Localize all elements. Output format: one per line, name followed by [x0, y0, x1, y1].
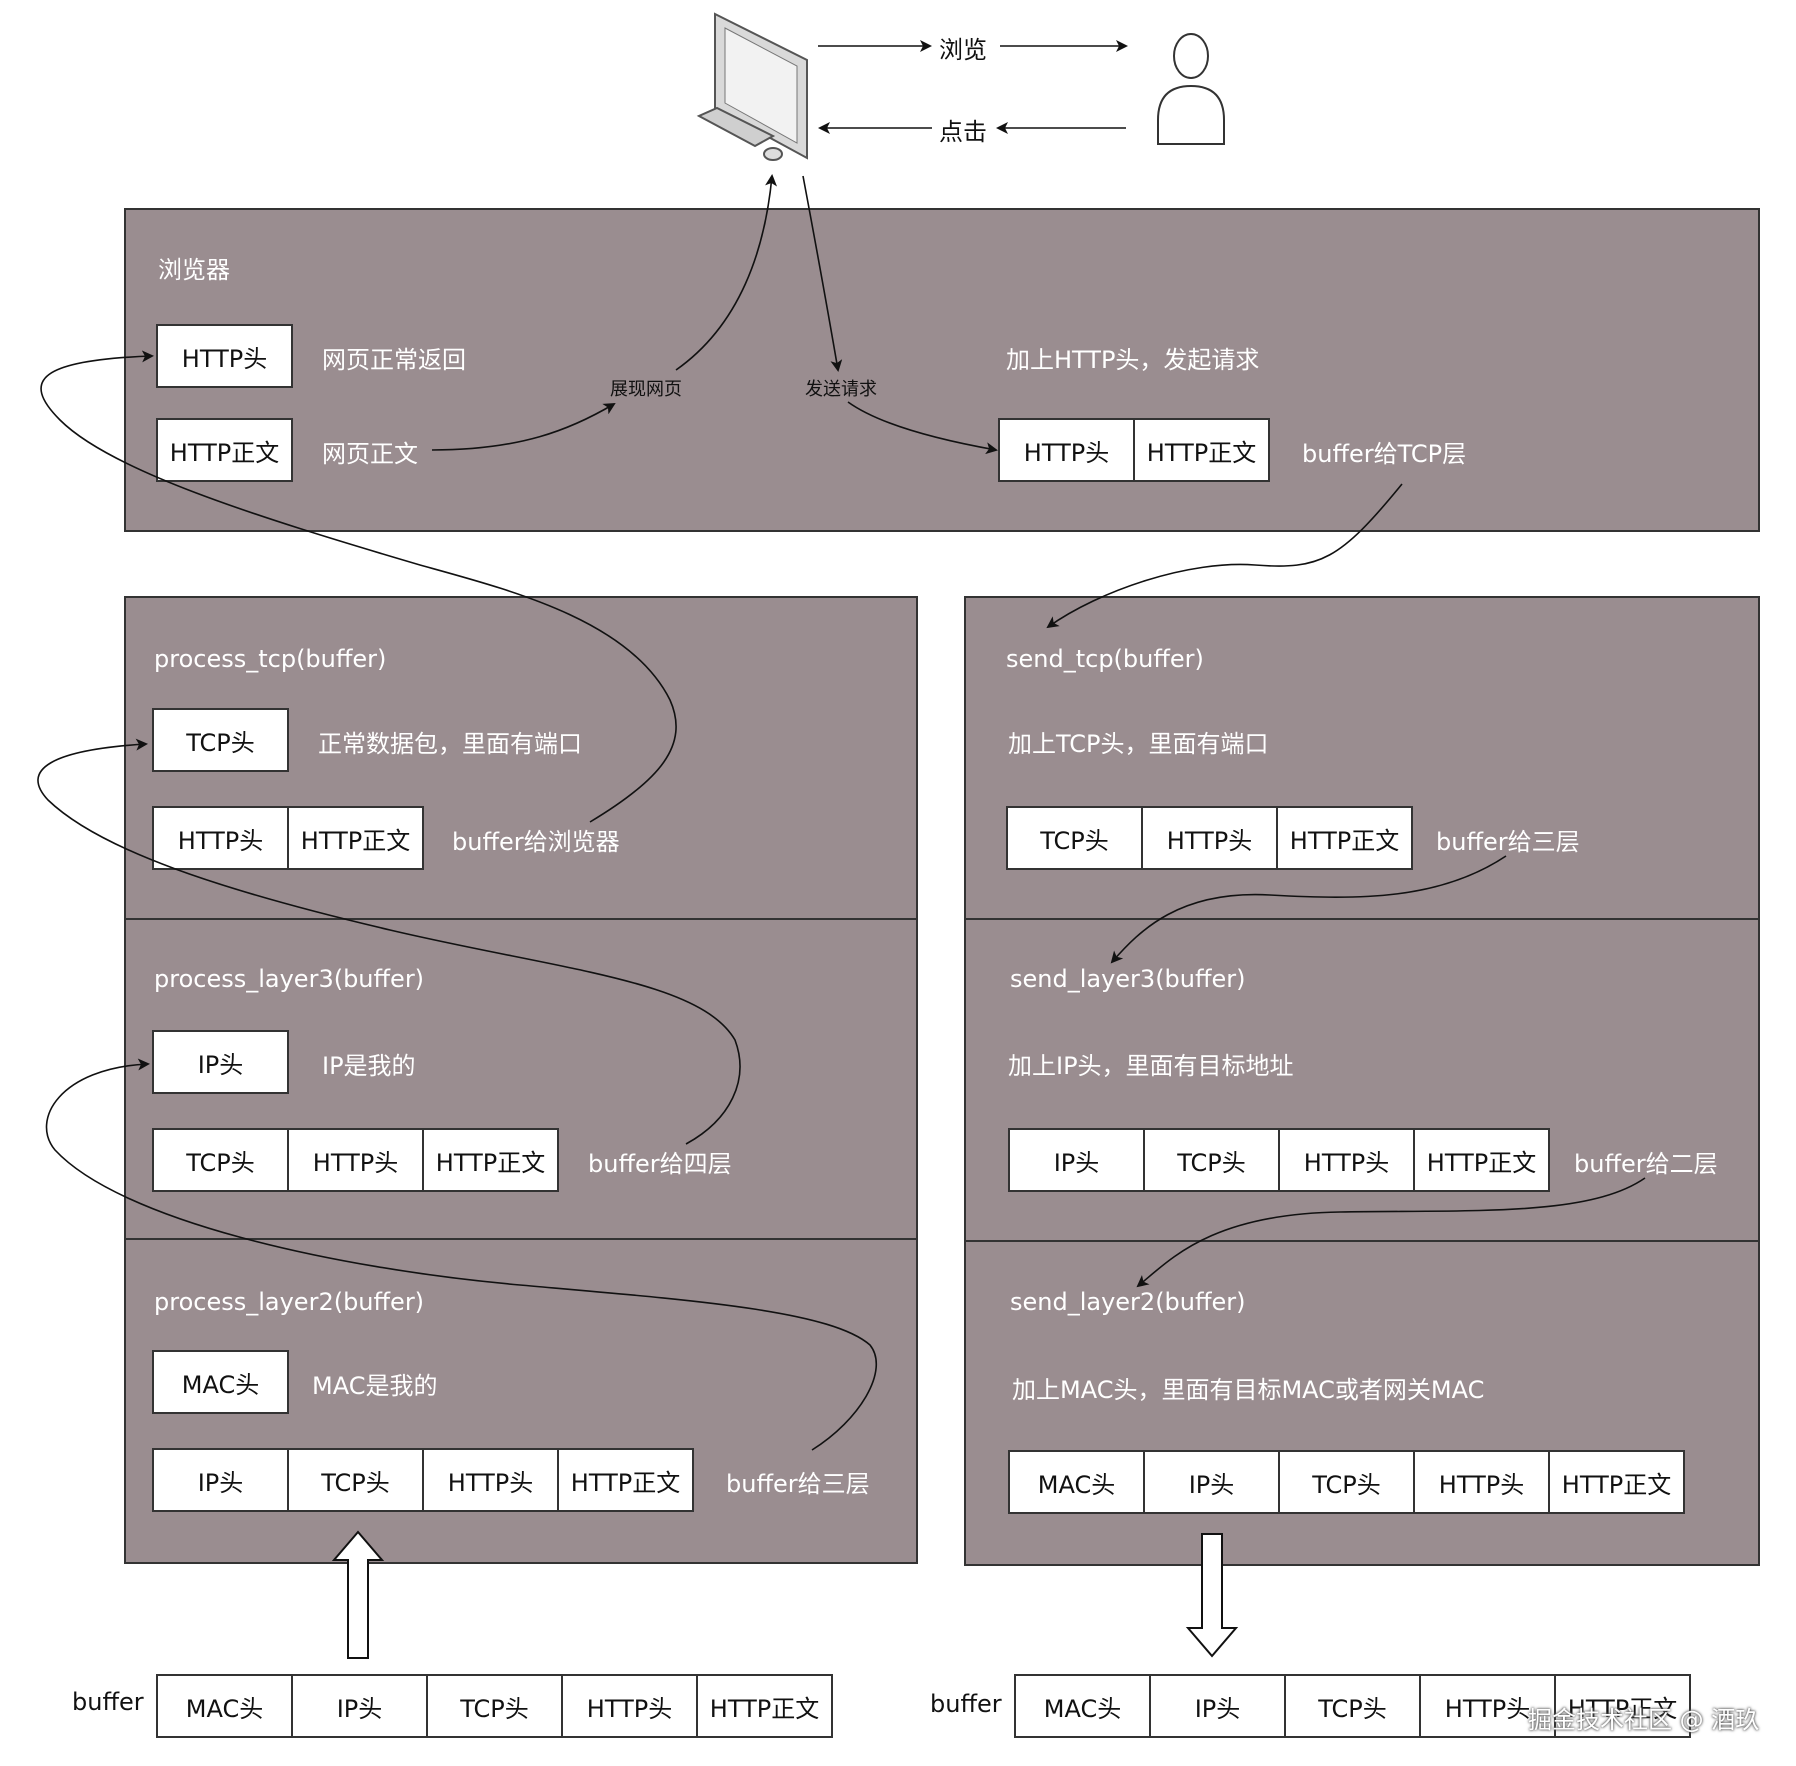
- buffer-cell: HTTP头: [152, 806, 289, 870]
- buffer-cell: TCP头: [426, 1674, 563, 1738]
- note-page-body: 网页正文: [322, 440, 418, 468]
- send-l3-buffer-note: buffer给二层: [1574, 1150, 1718, 1178]
- send-divider: [964, 1240, 1760, 1242]
- buffer-cell: HTTP头: [1141, 806, 1278, 870]
- computer-icon: [696, 12, 808, 161]
- buffer-cell: HTTP正文: [696, 1674, 833, 1738]
- buffer-cell: MAC头: [1014, 1674, 1151, 1738]
- buffer-cell: HTTP正文: [422, 1128, 559, 1192]
- browser-http-head-box: HTTP头: [156, 324, 293, 388]
- buffer-cell: HTTP头: [287, 1128, 424, 1192]
- send-layer2-title: send_layer2(buffer): [1010, 1288, 1246, 1316]
- buffer-cell: HTTP头: [422, 1448, 559, 1512]
- watermark: 掘金技术社区 @ 酒玖: [1528, 1706, 1760, 1734]
- buffer-cell: HTTP正文: [557, 1448, 694, 1512]
- buffer-cell: IP头: [1143, 1450, 1280, 1514]
- send-tcp-buffer-note: buffer给三层: [1436, 828, 1580, 856]
- buffer-cell: IP头: [152, 1448, 289, 1512]
- buffer-cell: HTTP正文: [1133, 418, 1270, 482]
- process-layer2-title: process_layer2(buffer): [154, 1288, 425, 1316]
- bottom-right-buffer: MAC头 IP头 TCP头 HTTP头 HTTP正文: [1014, 1674, 1691, 1738]
- buffer-cell: HTTP头: [998, 418, 1135, 482]
- browse-label: 浏览: [935, 30, 991, 65]
- recv-tcp-note: 正常数据包，里面有端口: [318, 730, 582, 758]
- buffer-cell: TCP头: [1143, 1128, 1280, 1192]
- buffer-cell: HTTP头: [561, 1674, 698, 1738]
- recv-l3-note: IP是我的: [322, 1052, 416, 1080]
- recv-l2-note: MAC是我的: [312, 1372, 438, 1400]
- process-tcp-title: process_tcp(buffer): [154, 645, 387, 673]
- send-stack-panel: [964, 596, 1760, 1566]
- click-label: 点击: [935, 112, 991, 147]
- send-divider: [964, 918, 1760, 920]
- bottom-right-buffer-label: buffer: [930, 1690, 1002, 1718]
- buffer-cell: HTTP正文: [1548, 1450, 1685, 1514]
- recv-l3-buffer: TCP头 HTTP头 HTTP正文: [152, 1128, 559, 1192]
- send-l2-buffer: MAC头 IP头 TCP头 HTTP头 HTTP正文: [1008, 1450, 1685, 1514]
- recv-tcp-buffer-note: buffer给浏览器: [452, 828, 620, 856]
- ip-head-cell: IP头: [152, 1030, 289, 1094]
- receive-divider: [124, 918, 918, 920]
- http-body-cell: HTTP正文: [156, 418, 293, 482]
- recv-tcp-header-box: TCP头: [152, 708, 289, 772]
- render-page-label: 展现网页: [610, 379, 682, 400]
- user-icon: [1157, 33, 1225, 145]
- buffer-cell: HTTP头: [1413, 1450, 1550, 1514]
- buffer-cell: MAC头: [156, 1674, 293, 1738]
- browser-send-buffer: HTTP头 HTTP正文: [998, 418, 1270, 482]
- buffer-cell: TCP头: [152, 1128, 289, 1192]
- send-l3-buffer: IP头 TCP头 HTTP头 HTTP正文: [1008, 1128, 1550, 1192]
- bottom-left-buffer-label: buffer: [72, 1688, 144, 1716]
- bottom-left-buffer: MAC头 IP头 TCP头 HTTP头 HTTP正文: [156, 1674, 833, 1738]
- buffer-cell: IP头: [1149, 1674, 1286, 1738]
- recv-l3-buffer-note: buffer给四层: [588, 1150, 732, 1178]
- http-head-cell: HTTP头: [156, 324, 293, 388]
- tcp-head-cell: TCP头: [152, 708, 289, 772]
- note-add-http-head: 加上HTTP头，发起请求: [1006, 346, 1260, 374]
- buffer-cell: HTTP正文: [1554, 1674, 1691, 1738]
- recv-l2-header-box: MAC头: [152, 1350, 289, 1414]
- send-l3-note: 加上IP头，里面有目标地址: [1008, 1052, 1294, 1080]
- send-layer3-title: send_layer3(buffer): [1010, 965, 1246, 993]
- browser-http-body-box: HTTP正文: [156, 418, 293, 482]
- send-request-label: 发送请求: [805, 379, 877, 400]
- buffer-cell: MAC头: [1008, 1450, 1145, 1514]
- process-layer3-title: process_layer3(buffer): [154, 965, 425, 993]
- buffer-cell: HTTP头: [1278, 1128, 1415, 1192]
- buffer-cell: IP头: [291, 1674, 428, 1738]
- recv-l2-buffer: IP头 TCP头 HTTP头 HTTP正文: [152, 1448, 694, 1512]
- buffer-cell: HTTP正文: [287, 806, 424, 870]
- buffer-cell: TCP头: [1006, 806, 1143, 870]
- send-tcp-note: 加上TCP头，里面有端口: [1008, 730, 1269, 758]
- buffer-cell: TCP头: [1284, 1674, 1421, 1738]
- receive-divider: [124, 1238, 918, 1240]
- buffer-cell: TCP头: [287, 1448, 424, 1512]
- buffer-cell: TCP头: [1278, 1450, 1415, 1514]
- mac-head-cell: MAC头: [152, 1350, 289, 1414]
- note-buffer-to-tcp: buffer给TCP层: [1302, 440, 1467, 468]
- recv-l3-header-box: IP头: [152, 1030, 289, 1094]
- send-tcp-buffer: TCP头 HTTP头 HTTP正文: [1006, 806, 1413, 870]
- recv-l2-buffer-note: buffer给三层: [726, 1470, 870, 1498]
- send-l2-note: 加上MAC头，里面有目标MAC或者网关MAC: [1012, 1376, 1485, 1404]
- browser-title: 浏览器: [158, 256, 230, 284]
- recv-tcp-buffer: HTTP头 HTTP正文: [152, 806, 424, 870]
- buffer-cell: HTTP正文: [1276, 806, 1413, 870]
- note-page-returned: 网页正常返回: [322, 346, 466, 374]
- buffer-cell: HTTP正文: [1413, 1128, 1550, 1192]
- send-tcp-title: send_tcp(buffer): [1006, 645, 1204, 673]
- buffer-cell: IP头: [1008, 1128, 1145, 1192]
- buffer-cell: HTTP头: [1419, 1674, 1556, 1738]
